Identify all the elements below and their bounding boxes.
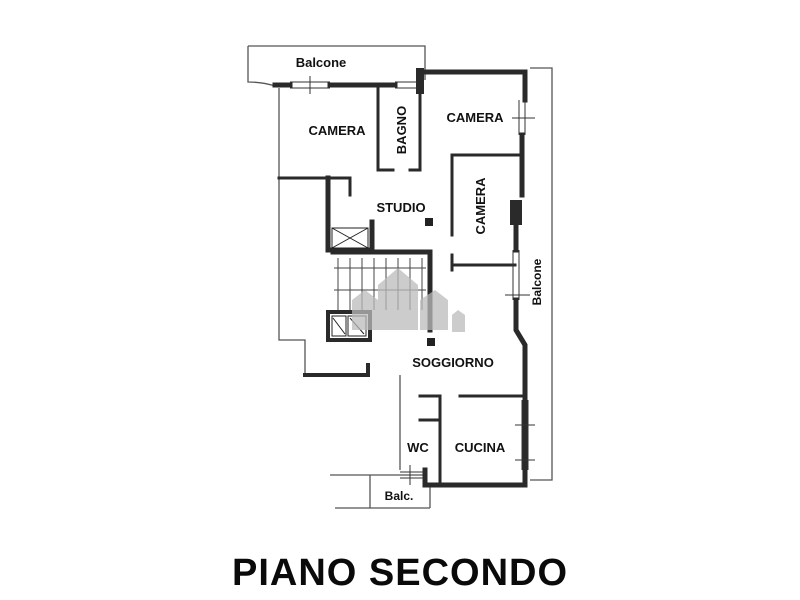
label-balcone-right: Balcone bbox=[530, 258, 544, 305]
watermark-logo bbox=[352, 268, 465, 332]
label-bagno: BAGNO bbox=[394, 106, 409, 154]
column bbox=[427, 338, 435, 346]
thin-outlines bbox=[247, 45, 553, 509]
elevator-icon bbox=[331, 227, 369, 337]
label-balcone-top: Balcone bbox=[296, 55, 347, 70]
windows bbox=[290, 76, 535, 485]
plan-title: PIANO SECONDO bbox=[231, 552, 569, 594]
label-studio: STUDIO bbox=[376, 200, 425, 215]
label-camera-top-right: CAMERA bbox=[446, 110, 504, 125]
label-wc: WC bbox=[407, 440, 429, 455]
label-cucina: CUCINA bbox=[455, 440, 506, 455]
label-soggiorno: SOGGIORNO bbox=[412, 355, 494, 370]
label-balc-small: Balc. bbox=[385, 489, 414, 503]
label-camera-left: CAMERA bbox=[308, 123, 366, 138]
label-camera-right: CAMERA bbox=[473, 177, 488, 235]
column bbox=[425, 218, 433, 226]
